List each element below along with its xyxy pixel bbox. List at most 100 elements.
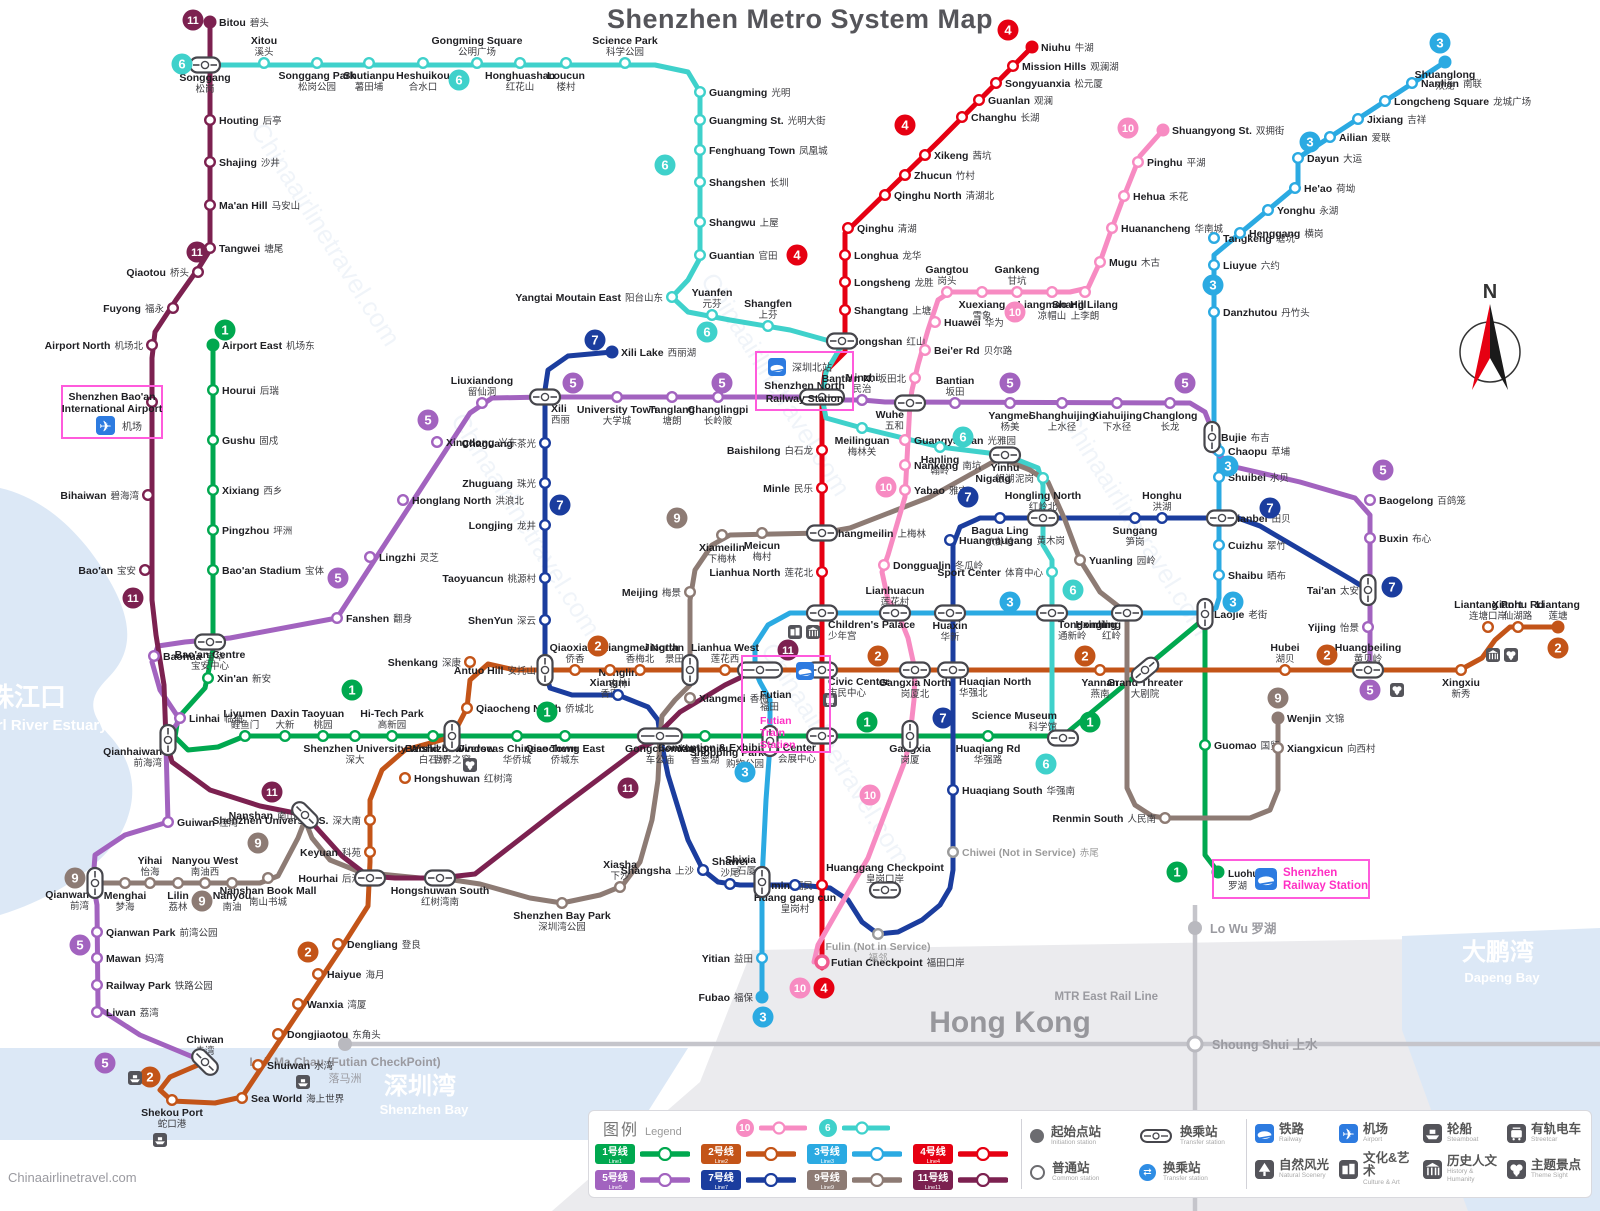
station-huawei — [929, 316, 942, 329]
station-songyuanxia — [990, 76, 1003, 89]
station-shuangyong-st — [1156, 123, 1170, 137]
label-pearl-river-estuary-zh: 珠江口 — [0, 682, 66, 712]
icon-glyph — [816, 630, 819, 637]
transfer-gangxia — [901, 719, 919, 753]
badge-circle — [549, 494, 571, 516]
station-marker — [90, 979, 103, 992]
station-qiaocheng-north — [461, 702, 474, 715]
line-5-badge: 5 — [327, 567, 349, 589]
line-9-badge: 9 — [1267, 687, 1289, 709]
transfer-tick — [295, 805, 302, 812]
station-shenzhen-university — [349, 730, 362, 743]
station-marker — [279, 730, 292, 743]
transfer-icon — [817, 731, 827, 741]
line-5-badge: 5 — [1174, 372, 1196, 394]
station-marker — [634, 664, 647, 677]
station-niuhu — [1025, 40, 1039, 54]
label-dapeng-bay-zh: 大鹏湾 — [1462, 938, 1534, 966]
station-marker — [1198, 739, 1211, 752]
station-shekou-port — [165, 1093, 178, 1106]
line-6-badge: 6 — [654, 154, 676, 176]
station-marker — [1212, 569, 1225, 582]
map-text: 荔林 — [168, 901, 188, 913]
history-icon — [1423, 1159, 1442, 1179]
icon-glyph — [1515, 1171, 1518, 1176]
station-marker — [539, 437, 552, 450]
luohu-label: Luohu — [1228, 869, 1259, 880]
map-text: 岗头 — [937, 275, 956, 287]
mtr-station-shoung-shui — [1186, 1035, 1204, 1053]
transfer-icon — [890, 608, 900, 618]
transfer-hongshan — [825, 332, 859, 350]
badge-number: 10 — [1122, 123, 1134, 135]
line-5-badge: 5 — [562, 372, 584, 394]
line-10-badge: 10 — [789, 977, 811, 999]
icon-glyph — [1491, 653, 1493, 660]
station-marker — [1271, 742, 1284, 755]
transfer-icon — [905, 398, 915, 408]
station-marker — [539, 519, 552, 532]
map-text: Honghu — [1142, 490, 1182, 502]
transfer-tick — [308, 818, 315, 825]
map-text: Gongming Square — [431, 35, 522, 47]
map-text: 红花山 — [506, 81, 535, 93]
map-text: Heshuikou — [396, 70, 450, 82]
transfer-icon — [435, 873, 445, 883]
station-huanancheng — [1105, 221, 1118, 234]
map-text: 溪头 — [254, 46, 273, 58]
station-marker — [619, 57, 632, 70]
transfer-icon — [1000, 450, 1010, 460]
station-shenyun — [539, 614, 552, 627]
station-qianwan-park — [90, 926, 103, 939]
badge-circle — [654, 154, 676, 176]
map-text: Hanling — [921, 454, 960, 466]
badge-number: 10 — [864, 790, 876, 802]
station-marker — [612, 689, 625, 702]
transfer-huangbeiling — [1351, 661, 1385, 679]
stations — [90, 15, 1565, 1106]
map-text: 西丽 — [551, 415, 570, 426]
station-xikeng — [919, 148, 932, 161]
station-marker — [694, 113, 707, 126]
station-marker — [556, 897, 569, 910]
map-text: 莲花西 — [711, 653, 740, 665]
badge-number: 7 — [1266, 501, 1273, 516]
map-text: 梅林关 — [848, 446, 877, 458]
badge-number: 1 — [348, 683, 355, 698]
map-title: Shenzhen Metro System Map — [606, 4, 994, 34]
station-linhai — [173, 712, 186, 725]
station-mawan — [90, 952, 103, 965]
badge-number: 2 — [1081, 649, 1088, 664]
map-text: Xitou — [251, 35, 277, 47]
badge-number: 3 — [1436, 36, 1443, 51]
transfer-icon — [1058, 733, 1068, 743]
badge-number: 5 — [1366, 683, 1373, 698]
map-text: 高新园 — [378, 719, 407, 731]
